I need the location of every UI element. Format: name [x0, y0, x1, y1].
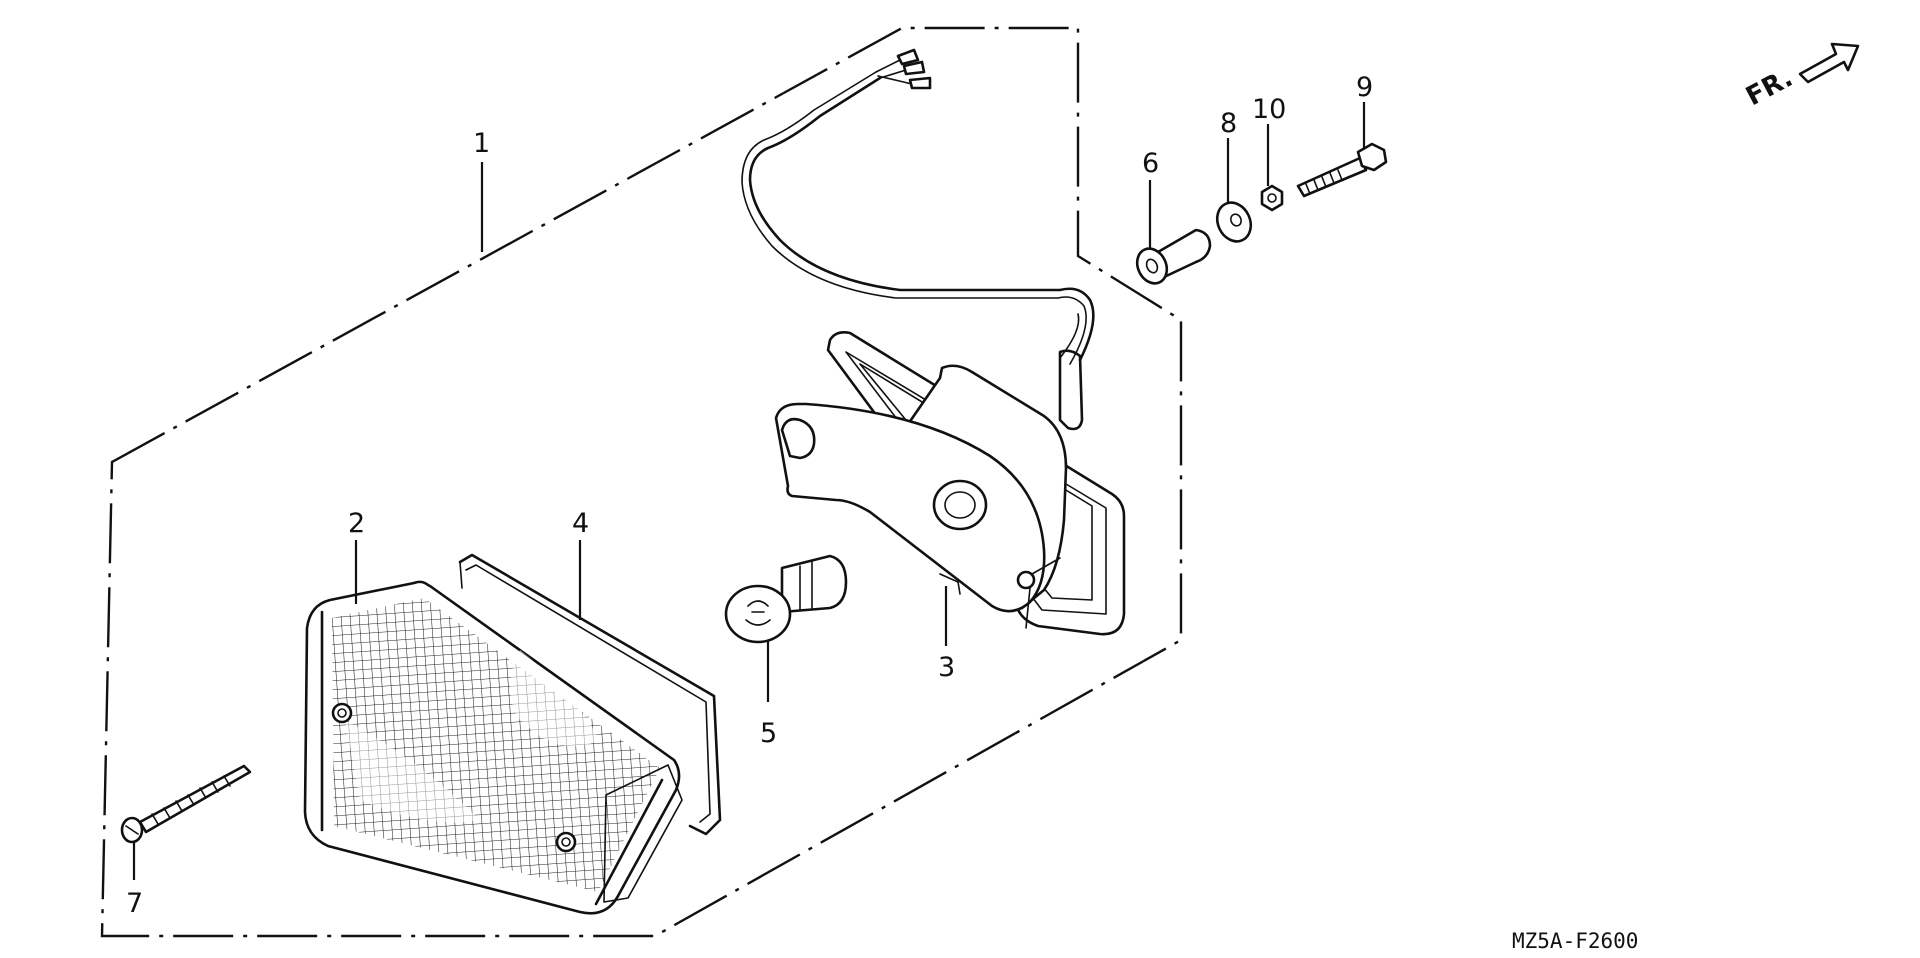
part-gasket — [458, 553, 722, 836]
assembly-boundary — [100, 26, 1183, 938]
callout-6: 6 — [1142, 148, 1159, 179]
callout-7: 7 — [126, 888, 143, 919]
callout-8: 8 — [1220, 108, 1237, 139]
callout-labels: 1 2 4 3 5 6 8 10 9 7 — [126, 72, 1373, 919]
front-label: FR. — [1741, 63, 1798, 112]
part-bulb — [724, 554, 848, 644]
leader-lines — [132, 102, 1366, 880]
callout-4: 4 — [572, 508, 589, 539]
part-collar — [1135, 228, 1212, 285]
part-nut — [1260, 184, 1284, 212]
callout-1: 1 — [473, 128, 490, 159]
callout-10: 10 — [1252, 94, 1286, 125]
part-bolt — [1296, 142, 1388, 198]
part-washer — [1215, 201, 1253, 243]
front-direction-indicator: FR. — [1741, 42, 1860, 112]
front-arrow-icon — [1798, 42, 1860, 84]
callout-5: 5 — [760, 718, 777, 749]
part-screw — [120, 764, 252, 844]
callout-3: 3 — [938, 652, 955, 683]
callout-2: 2 — [348, 508, 365, 539]
part-wire-harness — [741, 48, 1095, 365]
diagram-code: MZ5A-F2600 — [1512, 929, 1638, 953]
part-base-housing — [774, 331, 1126, 636]
part-lens — [303, 580, 683, 915]
callout-9: 9 — [1356, 72, 1373, 103]
